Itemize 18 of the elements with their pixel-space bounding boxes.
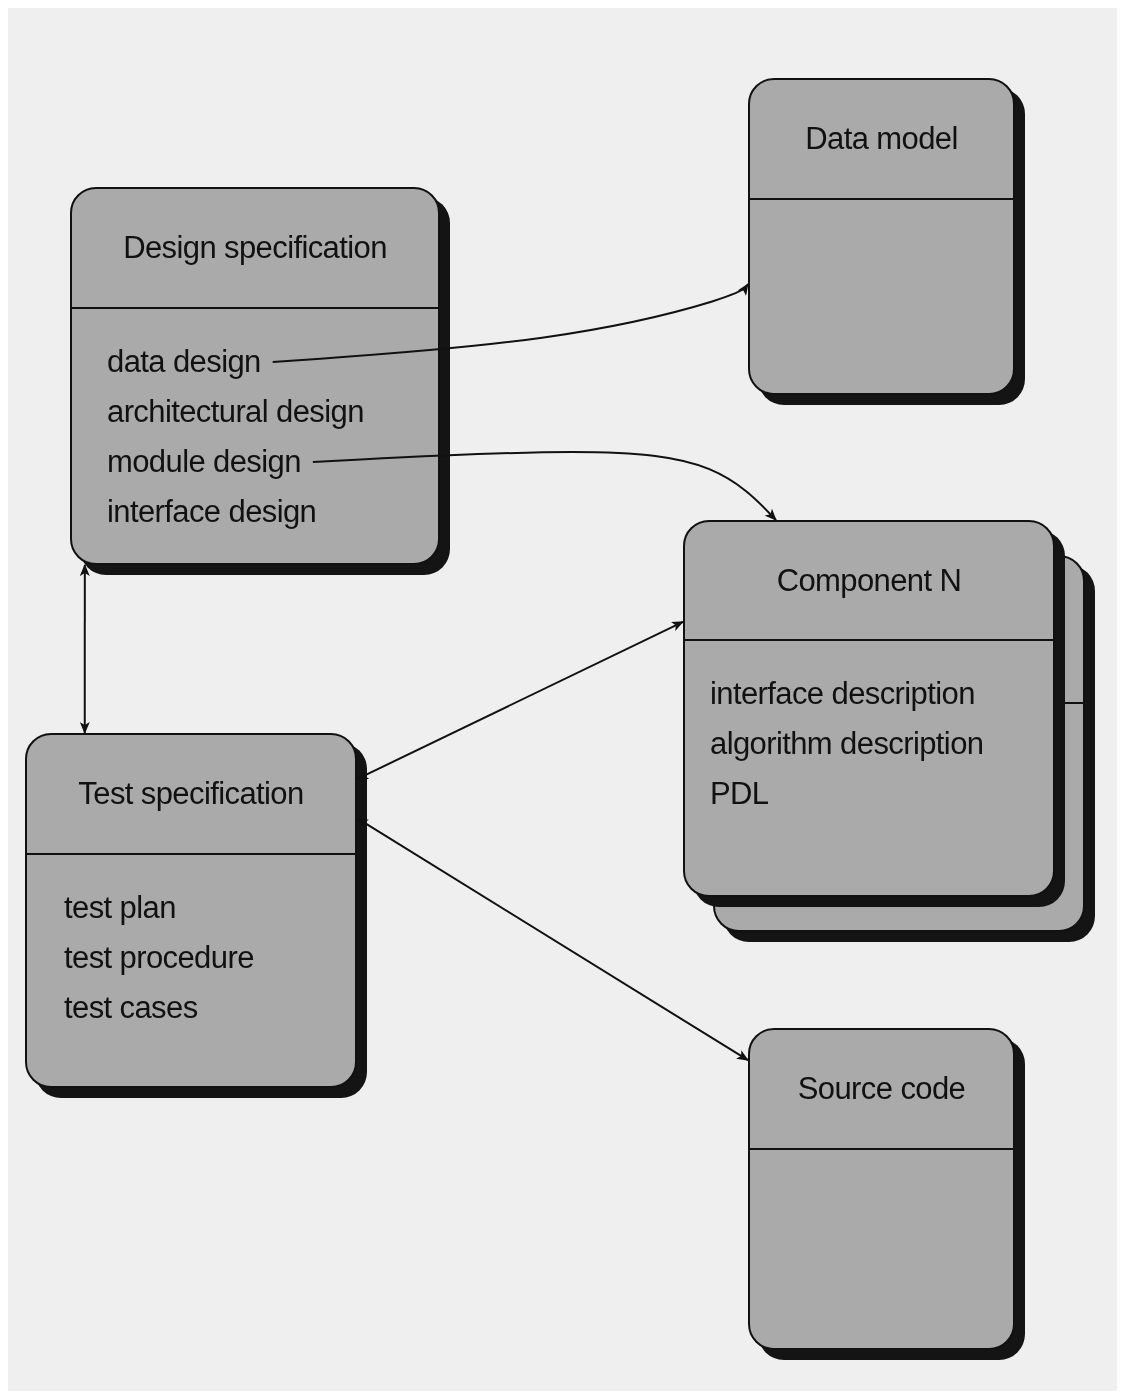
list-item: algorithm description — [710, 725, 984, 763]
list-item: test procedure — [64, 939, 254, 977]
box-title: Source code — [796, 1070, 967, 1108]
list-item: test plan — [64, 889, 176, 927]
list-item: interface design — [107, 492, 317, 532]
box-title: Design specification — [122, 229, 388, 267]
arrow — [311, 451, 777, 521]
arrow — [271, 283, 749, 363]
list-item: architectural design — [107, 392, 364, 432]
list-item: interface description — [710, 675, 975, 713]
arrow — [79, 564, 90, 734]
box-title: Data model — [804, 120, 959, 158]
box-title: Component N — [775, 561, 963, 600]
list-item: data design — [107, 342, 261, 382]
box-title: Test specification — [77, 775, 305, 813]
list-item: module design — [107, 442, 301, 482]
list-item: test cases — [64, 989, 198, 1027]
list-item: PDL — [710, 775, 769, 813]
